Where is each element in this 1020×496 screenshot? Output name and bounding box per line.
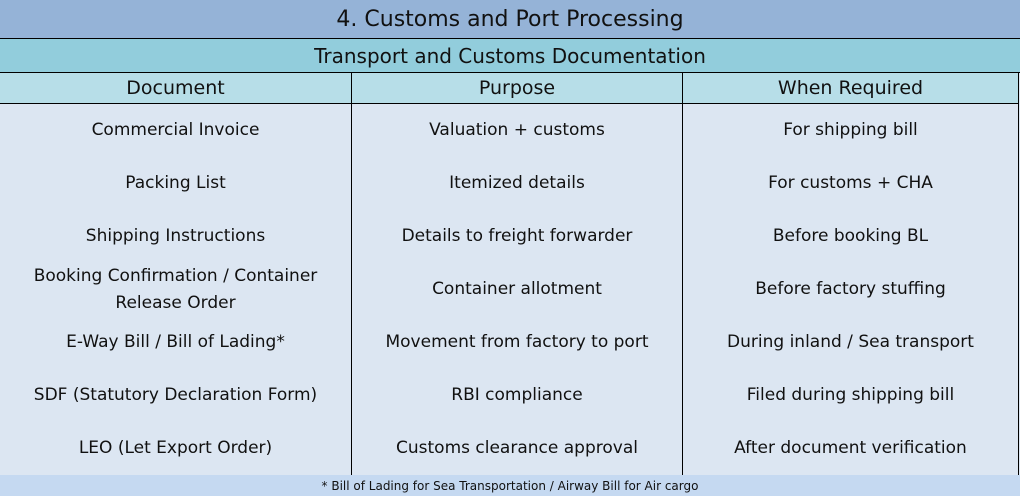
table-row: E-Way Bill / Bill of Lading* Movement fr… xyxy=(0,316,1019,369)
cell-document: LEO (Let Export Order) xyxy=(0,422,352,475)
cell-when-required: After document verification xyxy=(683,422,1019,475)
cell-when-required: Before booking BL xyxy=(683,210,1019,263)
cell-document: Shipping Instructions xyxy=(0,210,352,263)
cell-purpose: RBI compliance xyxy=(352,369,683,422)
table-row: Packing List Itemized details For custom… xyxy=(0,157,1019,210)
cell-document: E-Way Bill / Bill of Lading* xyxy=(0,316,352,369)
table-body: Commercial Invoice Valuation + customs F… xyxy=(0,104,1019,475)
column-header-when-required: When Required xyxy=(683,73,1019,103)
cell-when-required: During inland / Sea transport xyxy=(683,316,1019,369)
cell-document: Booking Confirmation / Container Release… xyxy=(0,263,352,316)
table-title: 4. Customs and Port Processing xyxy=(0,0,1020,39)
cell-document: SDF (Statutory Declaration Form) xyxy=(0,369,352,422)
column-header-document: Document xyxy=(0,73,352,103)
cell-when-required: For customs + CHA xyxy=(683,157,1019,210)
cell-when-required: For shipping bill xyxy=(683,104,1019,157)
cell-document: Commercial Invoice xyxy=(0,104,352,157)
table-row: LEO (Let Export Order) Customs clearance… xyxy=(0,422,1019,475)
cell-when-required: Filed during shipping bill xyxy=(683,369,1019,422)
cell-purpose: Details to freight forwarder xyxy=(352,210,683,263)
cell-document: Packing List xyxy=(0,157,352,210)
table-row: Shipping Instructions Details to freight… xyxy=(0,210,1019,263)
column-header-row: Document Purpose When Required xyxy=(0,73,1019,104)
cell-purpose: Itemized details xyxy=(352,157,683,210)
cell-purpose: Valuation + customs xyxy=(352,104,683,157)
table-row: Booking Confirmation / Container Release… xyxy=(0,263,1019,316)
table-subtitle: Transport and Customs Documentation xyxy=(0,39,1020,73)
column-header-purpose: Purpose xyxy=(352,73,683,103)
table-row: Commercial Invoice Valuation + customs F… xyxy=(0,104,1019,157)
cell-purpose: Customs clearance approval xyxy=(352,422,683,475)
cell-purpose: Container allotment xyxy=(352,263,683,316)
cell-when-required: Before factory stuffing xyxy=(683,263,1019,316)
footnote: * Bill of Lading for Sea Transportation … xyxy=(0,475,1020,496)
table-row: SDF (Statutory Declaration Form) RBI com… xyxy=(0,369,1019,422)
cell-purpose: Movement from factory to port xyxy=(352,316,683,369)
